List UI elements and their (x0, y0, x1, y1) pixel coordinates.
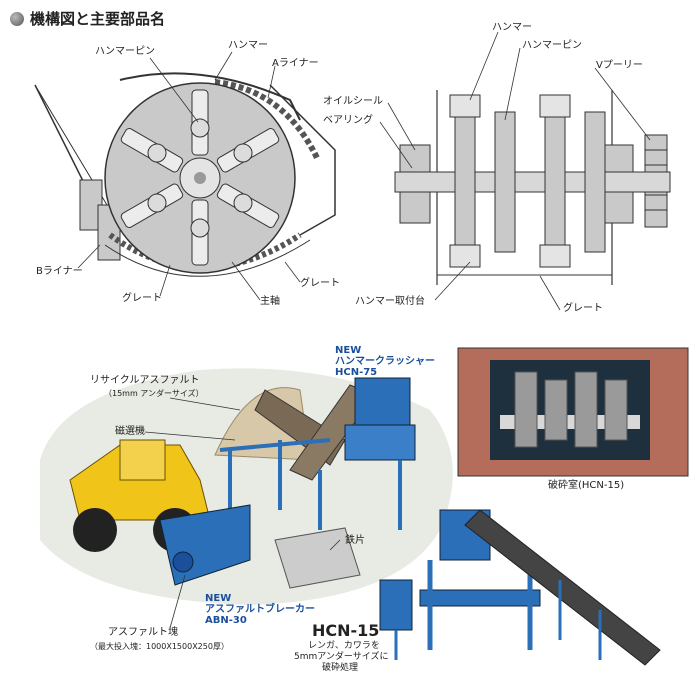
label-hammer-mount: ハンマー取付台 (355, 296, 425, 307)
hcn15-model: HCN-15 (312, 621, 380, 640)
breaker-model: ABN-30 (205, 615, 247, 626)
label-a-liner: Aライナー (272, 58, 319, 69)
label-hammer-left: ハンマー (228, 40, 268, 51)
label-asphalt-block-note: （最大投入塊：1000X1500X250厚） (90, 642, 229, 651)
label-grate-right-diagram: グレート (563, 303, 603, 314)
label-oil-seal: オイルシール (323, 96, 383, 107)
hcn15-desc-3: 破砕処理 (322, 663, 359, 673)
label-recycled-asphalt: リサイクルアスファルト (90, 375, 200, 386)
label-iron-scrap: 鉄片 (345, 535, 365, 546)
hcn15-desc-2: 5mmアンダーサイズに (294, 652, 389, 662)
label-grate-right: グレート (300, 278, 340, 289)
crusher-model: HCN-75 (335, 367, 378, 378)
label-asphalt-block: アスファルト塊 (108, 627, 178, 638)
bullet-icon (10, 11, 24, 26)
label-recycled-asphalt-note: （15mm アンダーサイズ） (104, 389, 204, 398)
breaker-new-badge: NEW (205, 593, 232, 604)
photo-caption: 破砕室(HCN-15) (548, 480, 625, 491)
label-hammer-pin-right: ハンマーピン (522, 40, 582, 51)
title-text: 機構図と主要部品名 (30, 10, 166, 28)
label-magnetic-separator: 磁選機 (115, 426, 145, 437)
label-main-shaft: 主軸 (260, 296, 280, 307)
label-bearing: ベアリング (323, 115, 373, 126)
page-title: 機構図と主要部品名 (10, 8, 165, 29)
hcn15-desc-1: レンガ、カワラを (308, 641, 380, 651)
label-hammer-pin-left: ハンマーピン (95, 46, 155, 57)
label-b-liner: Bライナー (36, 266, 83, 277)
crusher-name: ハンマークラッシャー (335, 356, 435, 367)
label-hammer-right: ハンマー (492, 22, 532, 33)
breaker-name: アスファルトブレーカー (205, 604, 315, 615)
crusher-new-badge: NEW (335, 345, 362, 356)
label-v-pulley: Vプーリー (596, 60, 643, 71)
label-grate-bottom: グレート (122, 293, 162, 304)
